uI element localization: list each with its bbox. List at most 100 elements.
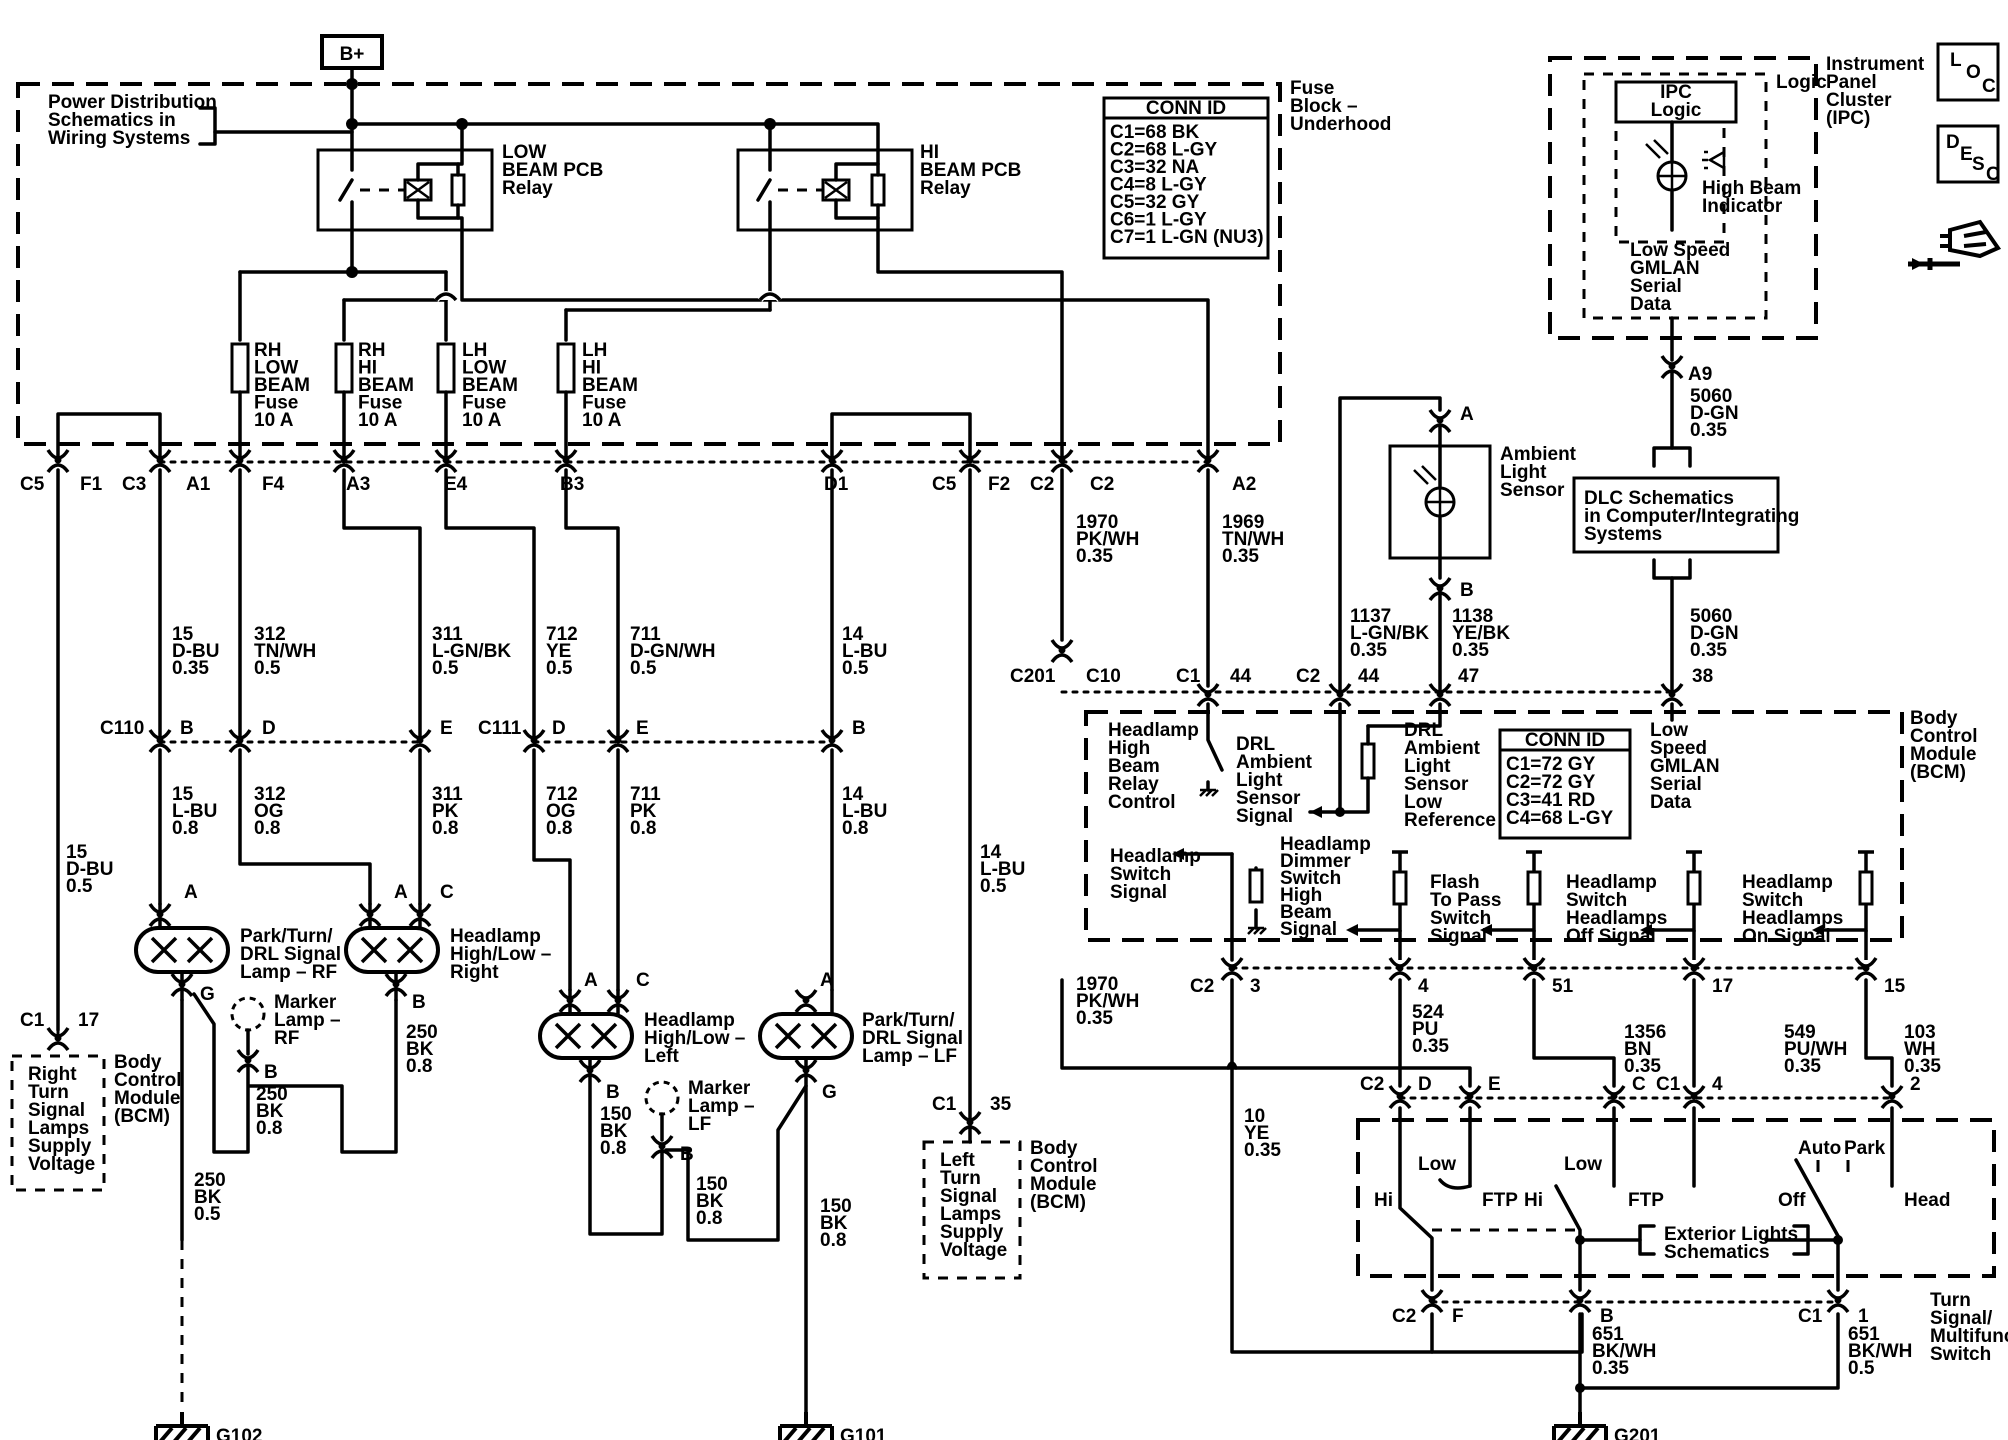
marker-lf-label-3: LF [688,1114,711,1135]
bcm-drl-ref-1: DRL [1404,720,1443,741]
wire-label-w20-2: BK [600,1121,628,1142]
wire-label-w12-3: 0.8 [546,818,572,839]
right-bcm-box-3: Signal [28,1100,85,1121]
connector-a9: A9 [1688,364,1712,385]
head-lf-label-2: High/Low – [644,1028,745,1049]
desc-icon[interactable] [1936,124,2000,184]
loc-icon-o: O [1966,62,1981,83]
wire-label-w27-1: 549 [1784,1022,1816,1043]
bcm-conn-row-2: C2=72 GY [1506,772,1596,793]
wire-label-w25-1: 524 [1412,1002,1444,1023]
wire-label-w28-1: 103 [1904,1022,1936,1043]
sw-top-connector-3 [1682,1085,1706,1110]
lamp-pin-5 [236,1049,260,1074]
sw-top-connector-4 [1880,1085,1904,1110]
bcm-drl-signal-1: DRL [1236,734,1275,755]
wire-label-w32-2: YE/BK [1452,623,1510,644]
wire-label-w13-2: PK [630,801,657,822]
bcm-44: 44 [1230,666,1252,687]
bcm-top-connector-3 [1660,683,1684,708]
lamp-pin-10 [794,1059,818,1084]
top-connector-label-10: F2 [988,474,1010,495]
head-rt-label-2: High/Low – [450,944,551,965]
power-dist-label-3: Wiring Systems [48,128,190,149]
wire-label-w14-3: 0.8 [842,818,868,839]
connector-end-view-icon[interactable] [1908,219,2002,270]
multifunction-label-1: Turn [1930,1290,1971,1311]
fuse-label-2-3: BEAM [462,375,518,396]
sw-ftp1: FTP [1482,1190,1518,1211]
ipc-indicator-1: High Beam [1702,178,1801,199]
sw-off: Off [1778,1190,1806,1211]
left-bcm-box-3: Signal [940,1186,997,1207]
park-rf-label-2: DRL Signal [240,944,341,965]
bcm-bottom-connector-2 [1522,957,1546,982]
sw-bottom-connector-0 [1420,1289,1444,1314]
bcm-relay-ctrl-5: Control [1108,792,1176,813]
bcm-hl-switch-3: Signal [1110,882,1167,903]
wire-label-w10-2: OG [254,801,284,822]
battery-label: B+ [340,44,365,65]
bcm-off-signal-1: Headlamp [1566,872,1657,893]
wire-label-w13-3: 0.8 [630,818,656,839]
bcm-gmlan-3: GMLAN [1650,756,1720,777]
fuse-conn-row-7: C7=1 L-GN (NU3) [1110,227,1264,248]
ambient-label-1: Ambient [1500,444,1577,465]
bcm-label-4: (BCM) [1910,762,1966,783]
mid-connector-5 [820,729,844,754]
bcm-bottom-connector-3 [1682,957,1706,982]
mid-connector-0 [148,729,172,754]
wire-label-w30-2: BK/WH [1848,1341,1912,1362]
fuse-label-2-2: LOW [462,358,506,379]
sw-park: Park [1844,1138,1886,1159]
connector-c110-d: D [262,718,276,739]
loc-icon[interactable] [1936,42,2000,102]
top-connector-label-12: C2 [1090,474,1114,495]
bcm-label-2: Control [1910,726,1978,747]
bcm-44b: 44 [1358,666,1380,687]
wire-label-w22-3: 0.8 [820,1230,846,1251]
sw-e: E [1488,1074,1501,1095]
marker-lamp-lf [644,1080,680,1142]
wire-label-w18-2: BK [406,1039,434,1060]
right-bcm-label-4: (BCM) [114,1106,170,1127]
fuse-label-2-4: Fuse [462,393,506,414]
right-bcm-label-1: Body [114,1052,162,1073]
ipc-logic-2: Logic [1651,100,1702,121]
fuse-block-label-1: Fuse [1290,78,1334,99]
wire-label-w3-2: L-GN/BK [432,641,511,662]
right-bcm-box-6: Voltage [28,1154,95,1175]
instrument-panel-cluster: InstrumentPanelCluster(IPC)LogicIPCLogic… [1548,54,1925,385]
wire-label-w4-1: 712 [546,624,578,645]
right-bcm-box-5: Supply [28,1136,92,1157]
bcm-c2: C2 [1296,666,1320,687]
ground-g101-label: G101 [840,1426,887,1440]
wire-label-w16-1: 14 [980,842,1002,863]
ambient-label-3: Sensor [1500,480,1565,501]
multifunction-label-2: Signal/ [1930,1308,1993,1329]
wire-label-w12-1: 712 [546,784,578,805]
wire-label-w1-3: 0.35 [172,658,209,679]
bcm-pin-4: 4 [1418,976,1429,997]
lamp-headlamp-right [344,926,440,974]
sw-4: 4 [1712,1074,1723,1095]
bcm-on-signal-4: On Signal [1742,926,1831,947]
fuse-label-0-3: BEAM [254,375,310,396]
bcm-flash-1: Flash [1430,872,1480,893]
sw-low2: Low [1564,1154,1602,1175]
wire-label-w34-3: 0.35 [1690,640,1727,661]
wire-label-w1-1: 15 [172,624,194,645]
fuse-label-0-2: LOW [254,358,298,379]
top-connector-5 [554,449,578,474]
bcm-gmlan-5: Data [1650,792,1692,813]
sw-hi: Hi [1374,1190,1393,1211]
lamp-pin-4 [384,973,408,998]
wire-label-w25-2: PU [1412,1019,1438,1040]
wire-label-w17-1: 250 [256,1084,288,1105]
bcm-top-connector-2 [1428,683,1452,708]
ambient-label-2: Light [1500,462,1547,483]
